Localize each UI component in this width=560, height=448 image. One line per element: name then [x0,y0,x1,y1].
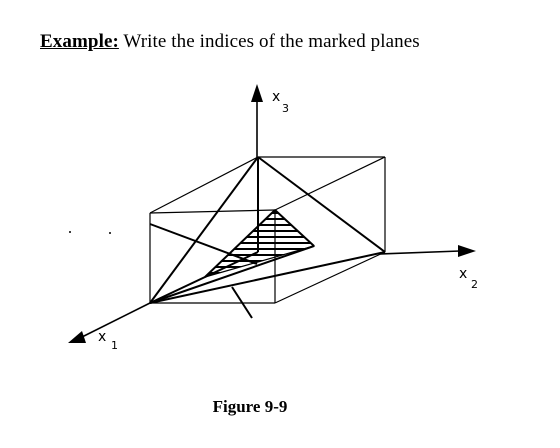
svg-text:x: x [459,266,467,282]
x1-axis-line [79,302,151,339]
marked-plane-lines [149,156,386,319]
stray-marks [69,231,111,234]
svg-text:x: x [98,329,106,345]
example-instruction: Write the indices of the marked planes [123,31,420,52]
hatched-plane [204,209,316,278]
figure-caption: Figure 9-9 [212,397,288,416]
x1-axis-arrow [68,331,86,343]
svg-text:1: 1 [111,339,118,352]
x1-axis-label: x 1 [98,329,118,352]
x2-axis-arrow [458,245,476,257]
x2-axis-label: x 2 [459,266,478,291]
coordinate-axes [79,100,461,339]
x3-axis-arrow [251,84,263,102]
x2-axis-line [379,250,461,255]
svg-text:x: x [272,89,280,105]
svg-text:2: 2 [471,278,478,291]
example-label: Example: [40,31,119,52]
example-heading: Example: Write the indices of the marked… [40,31,420,53]
cube-edges [149,156,386,304]
svg-text:3: 3 [282,102,289,115]
x3-axis-label: x 3 [272,89,289,115]
